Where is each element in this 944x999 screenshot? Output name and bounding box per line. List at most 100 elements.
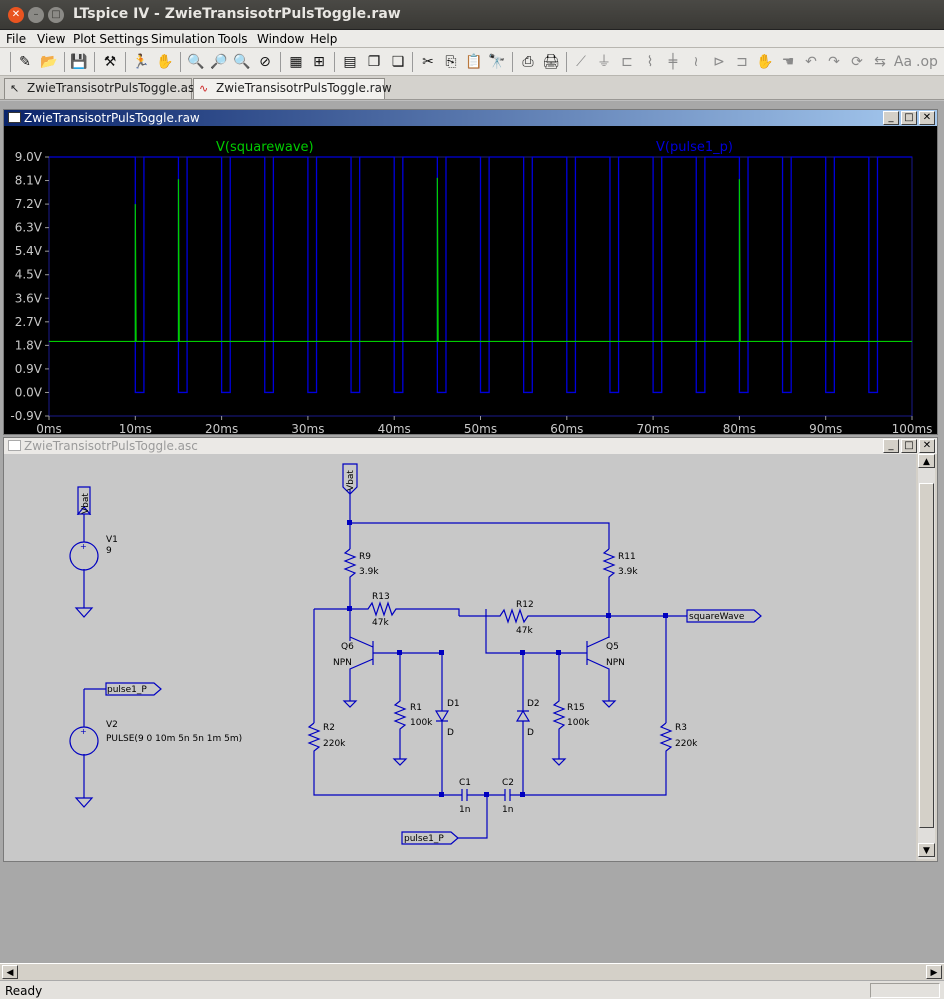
rotate-icon[interactable]: ⟳ xyxy=(851,54,863,70)
autorange-icon[interactable]: ▦ xyxy=(289,54,303,70)
window-close-button[interactable]: ✕ xyxy=(8,7,24,23)
d1-name[interactable]: D1 xyxy=(447,699,460,709)
label-net-icon[interactable]: ⊏ xyxy=(621,54,633,70)
v2-value[interactable]: PULSE(9 0 10m 5n 5n 1m 5m) xyxy=(106,734,242,744)
print-preview-icon[interactable]: ⎙ xyxy=(522,54,534,70)
zoom-in-icon[interactable]: 🔍 xyxy=(187,54,205,70)
q5-type[interactable]: NPN xyxy=(606,658,625,668)
schematic-window[interactable]: ZwieTransisotrPulsToggle.asc _ □ ✕ xyxy=(3,437,938,862)
pulse1-flag-2[interactable]: pulse1_P xyxy=(404,834,444,844)
vbat-flag-v1[interactable]: Vbat xyxy=(81,493,91,514)
undo-icon[interactable]: ↶ xyxy=(805,54,817,70)
v1-name[interactable]: V1 xyxy=(106,535,118,545)
v2-name[interactable]: V2 xyxy=(106,720,118,730)
d2-name[interactable]: D2 xyxy=(527,699,540,709)
component-icon[interactable]: ⊐ xyxy=(736,54,748,70)
copy-icon[interactable]: ⎘ xyxy=(445,54,457,70)
r3-value[interactable]: 220k xyxy=(675,739,698,749)
window-minimize-button[interactable]: – xyxy=(28,7,44,23)
schematic-close-button[interactable]: ✕ xyxy=(919,439,935,453)
close-all-icon[interactable]: ❏ xyxy=(391,54,405,70)
v1-value[interactable]: 9 xyxy=(106,546,112,556)
vbat-flag[interactable]: Vbat xyxy=(346,470,356,491)
paste-icon[interactable]: 📋 xyxy=(465,54,483,70)
open-icon[interactable]: 📂 xyxy=(40,54,58,70)
capacitor-icon[interactable]: ╪ xyxy=(668,54,678,70)
ground-icon[interactable]: ⏚ xyxy=(597,54,611,70)
r11-name[interactable]: R11 xyxy=(618,552,636,562)
save-icon[interactable]: 💾 xyxy=(70,54,88,70)
text-icon[interactable]: Aa xyxy=(893,54,913,70)
d2-type[interactable]: D xyxy=(527,728,534,738)
r1-name[interactable]: R1 xyxy=(410,703,422,713)
menu-plot-settings[interactable]: Plot Settings xyxy=(73,32,149,46)
schematic-window-titlebar[interactable]: ZwieTransisotrPulsToggle.asc _ □ ✕ xyxy=(4,438,937,454)
r15-value[interactable]: 100k xyxy=(567,718,590,728)
run-icon[interactable]: 🏃 xyxy=(132,54,150,70)
tab-schematic[interactable]: ↖ ZwieTransisotrPulsToggle.asc xyxy=(4,78,201,99)
d1-type[interactable]: D xyxy=(447,728,454,738)
move-icon[interactable]: ✋ xyxy=(756,54,774,70)
scroll-right-icon[interactable]: ▶ xyxy=(926,965,942,979)
tile-horizontal-icon[interactable]: ▤ xyxy=(343,54,357,70)
redo-icon[interactable]: ↷ xyxy=(828,54,840,70)
spice-directive-icon[interactable]: .op xyxy=(916,54,938,70)
c1-name[interactable]: C1 xyxy=(459,778,471,788)
schematic-vertical-scrollbar[interactable]: ▲ ▼ xyxy=(918,454,935,859)
r1-value[interactable]: 100k xyxy=(410,718,433,728)
r12-value[interactable]: 47k xyxy=(516,626,533,636)
resistor-icon[interactable]: ⌇ xyxy=(646,54,654,70)
r2-name[interactable]: R2 xyxy=(323,723,335,733)
mirror-icon[interactable]: ⇆ xyxy=(874,54,886,70)
horizontal-scrollbar[interactable]: ◀ ▶ xyxy=(0,963,944,980)
menu-help[interactable]: Help xyxy=(310,32,338,46)
menu-view[interactable]: View xyxy=(37,32,66,46)
q6-type[interactable]: NPN xyxy=(333,658,352,668)
scroll-down-icon[interactable]: ▼ xyxy=(918,843,935,857)
menu-file[interactable]: File xyxy=(6,32,27,46)
new-schematic-icon[interactable]: ✎ xyxy=(19,54,31,70)
pulse1-flag[interactable]: pulse1_P xyxy=(107,685,147,695)
c2-value[interactable]: 1n xyxy=(502,805,513,815)
q5-name[interactable]: Q5 xyxy=(606,642,619,652)
schematic-canvas[interactable]: Vbat Vbat V1 9 V2 PULSE(9 0 10m 5n 5n 1m… xyxy=(4,454,916,861)
r13-name[interactable]: R13 xyxy=(372,592,390,602)
halt-icon[interactable]: ✋ xyxy=(156,54,174,70)
waveform-close-button[interactable]: ✕ xyxy=(919,111,935,125)
r9-value[interactable]: 3.9k xyxy=(359,567,379,577)
menu-simulation[interactable]: Simulation xyxy=(151,32,215,46)
drag-icon[interactable]: ☚ xyxy=(781,54,795,70)
menu-tools[interactable]: Tools xyxy=(218,32,248,46)
squarewave-flag[interactable]: squareWave xyxy=(689,612,745,622)
c2-name[interactable]: C2 xyxy=(502,778,514,788)
r13-value[interactable]: 47k xyxy=(372,618,389,628)
waveform-maximize-button[interactable]: □ xyxy=(901,111,917,125)
r3-name[interactable]: R3 xyxy=(675,723,687,733)
q6-name[interactable]: Q6 xyxy=(341,642,354,652)
tab-waveform[interactable]: ∿ ZwieTransisotrPulsToggle.raw xyxy=(193,78,392,99)
c1-value[interactable]: 1n xyxy=(459,805,470,815)
waveform-plot[interactable]: 9.0V8.1V7.2V6.3V5.4V4.5V3.6V2.7V1.8V0.9V… xyxy=(4,126,937,434)
waveform-window-titlebar[interactable]: ZwieTransisotrPulsToggle.raw _ □ ✕ xyxy=(4,110,937,126)
r15-name[interactable]: R15 xyxy=(567,703,585,713)
find-icon[interactable]: 🔭 xyxy=(488,54,506,70)
schematic-minimize-button[interactable]: _ xyxy=(883,439,899,453)
waveform-minimize-button[interactable]: _ xyxy=(883,111,899,125)
wire-icon[interactable]: ⟋ xyxy=(576,54,586,70)
schematic-maximize-button[interactable]: □ xyxy=(901,439,917,453)
pan-icon[interactable]: 🔎 xyxy=(210,54,228,70)
schematic-scroll-thumb[interactable] xyxy=(919,483,934,828)
diode-icon[interactable]: ⊳ xyxy=(713,54,725,70)
r12-name[interactable]: R12 xyxy=(516,600,534,610)
cursor-icon[interactable]: ⊞ xyxy=(313,54,325,70)
control-panel-icon[interactable]: ⚒ xyxy=(103,54,117,70)
inductor-icon[interactable]: ≀ xyxy=(693,54,699,70)
cascade-icon[interactable]: ❐ xyxy=(367,54,381,70)
r9-name[interactable]: R9 xyxy=(359,552,371,562)
r2-value[interactable]: 220k xyxy=(323,739,346,749)
zoom-out-icon[interactable]: 🔍 xyxy=(233,54,251,70)
scroll-up-icon[interactable]: ▲ xyxy=(918,454,935,468)
cut-icon[interactable]: ✂ xyxy=(422,54,434,70)
menu-window[interactable]: Window xyxy=(257,32,305,46)
